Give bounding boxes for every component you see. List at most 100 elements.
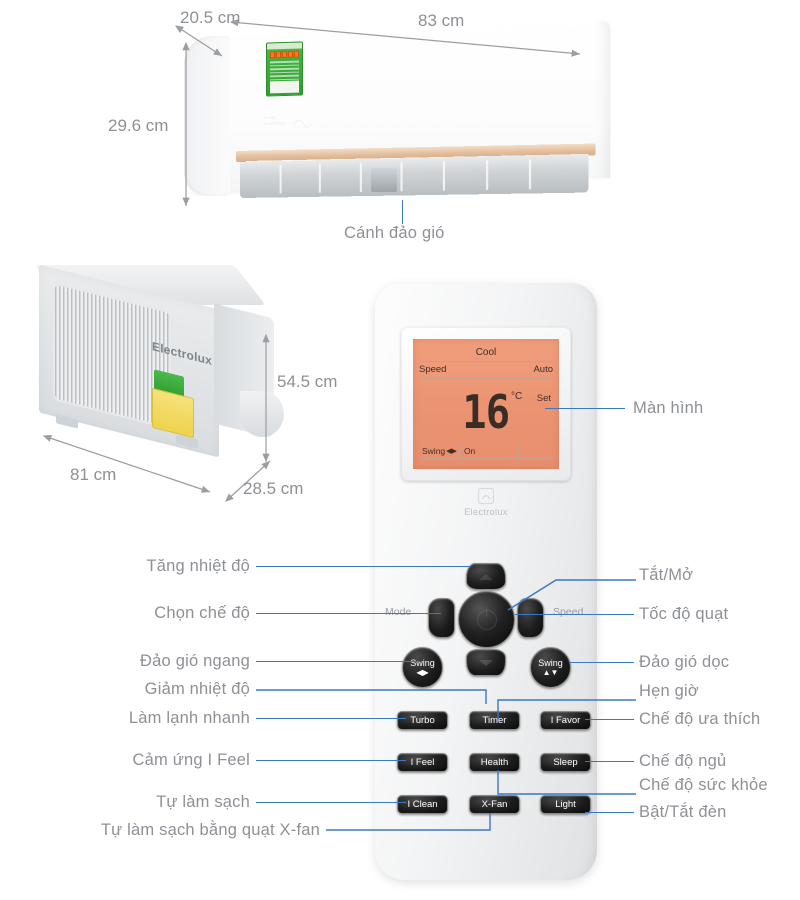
leader-dao-gio-ngang xyxy=(256,661,420,663)
i-feel-button[interactable]: I Feel xyxy=(397,753,448,772)
label-che-do-suc-khoe: Chế độ sức khỏe xyxy=(639,776,768,794)
indoor-unit-illustration: ECO INVERTER xyxy=(184,28,582,218)
label-toc-do-quat: Tốc độ quạt xyxy=(639,605,729,623)
outdoor-depth-arrow xyxy=(225,460,271,502)
swing-horizontal-label: Swing xyxy=(410,658,435,668)
swing-horizontal-icon: ◀▶ xyxy=(446,448,457,455)
remote-lcd-display: Cool Speed Auto 16 °C Set Swing ◀▶ On xyxy=(413,339,559,469)
leader-cam-ung-i-feel xyxy=(256,760,406,762)
label-bat-tat-den: Bật/Tắt đèn xyxy=(639,803,727,821)
x-fan-button[interactable]: X-Fan xyxy=(469,795,520,814)
indoor-unit-left-cap xyxy=(184,36,230,196)
label-dao-gio-ngang: Đảo gió ngang xyxy=(140,652,250,670)
health-button[interactable]: Health xyxy=(469,753,520,772)
outdoor-unit-pipe-cover xyxy=(240,391,284,437)
lcd-speed-value: Auto xyxy=(533,364,553,375)
leader-che-do-ngu xyxy=(585,761,634,763)
lcd-swing-row: Swing ◀▶ On xyxy=(419,443,553,459)
lcd-temperature-unit: °C xyxy=(511,391,523,402)
indoor-unit-swing-flap xyxy=(371,168,397,192)
leader-tat-mo xyxy=(507,579,636,611)
turbo-button[interactable]: Turbo xyxy=(397,711,448,730)
svg-text:ECO: ECO xyxy=(264,115,275,121)
callout-man-hinh: Màn hình xyxy=(633,399,704,417)
leader-che-do-ua-thich xyxy=(585,719,634,721)
lcd-swing-text: Swing xyxy=(422,446,446,456)
label-che-do-ngu: Chế độ ngủ xyxy=(639,752,727,770)
chevron-up-icon xyxy=(479,573,493,580)
indoor-depth-label: 20.5 cm xyxy=(180,8,241,27)
remote-control: Cool Speed Auto 16 °C Set Swing ◀▶ On xyxy=(375,283,597,880)
lcd-speed-label: Speed xyxy=(419,364,447,375)
electrolux-logo-icon xyxy=(477,487,495,505)
label-hen-gio: Hẹn giờ xyxy=(639,682,699,700)
lcd-temperature-value: 16 xyxy=(462,385,511,439)
leader-tang-nhiet-do xyxy=(256,566,471,568)
arrows-vertical-icon: ▲▼ xyxy=(542,668,559,677)
power-icon xyxy=(476,609,497,630)
lcd-swing-label: Swing ◀▶ xyxy=(419,444,461,458)
leader-che-do-suc-khoe xyxy=(497,770,636,795)
outdoor-width-arrow xyxy=(42,434,211,493)
leader-giam-nhiet-do xyxy=(256,689,487,704)
height-dimension-arrow xyxy=(182,41,190,206)
lcd-temperature-area: 16 °C Set xyxy=(419,381,553,443)
lcd-speed-row: Speed Auto xyxy=(419,364,553,379)
outdoor-depth-label: 28.5 cm xyxy=(243,479,304,498)
label-chon-che-do: Chọn chế độ xyxy=(154,604,250,622)
temperature-down-button[interactable] xyxy=(466,649,506,676)
remote-brand-text: Electrolux xyxy=(464,507,508,517)
timer-button[interactable]: Timer xyxy=(469,711,520,730)
outdoor-height-arrow xyxy=(262,333,270,462)
lcd-swing-value: On xyxy=(461,444,519,458)
remote-brand: Electrolux xyxy=(375,487,597,517)
swing-vertical-button[interactable]: Swing ▲▼ xyxy=(530,647,571,688)
i-clean-button[interactable]: I Clean xyxy=(397,795,448,814)
i-favor-button[interactable]: I Favor xyxy=(540,711,591,730)
label-tu-lam-sach-x-fan: Tự làm sạch bằng quạt X-fan xyxy=(100,821,320,839)
leader-dao-gio-doc xyxy=(570,662,634,664)
depth-dimension-arrow xyxy=(174,25,223,57)
leader-hen-gio xyxy=(497,699,636,722)
leader-tu-lam-sach xyxy=(256,802,406,804)
inverter-logo-icon: ECO INVERTER xyxy=(264,115,313,128)
lcd-blank-cell xyxy=(519,444,553,458)
label-cam-ung-i-feel: Cảm ứng I Feel xyxy=(132,751,250,769)
leader-toc-do-quat xyxy=(515,614,634,616)
label-tat-mo: Tắt/Mở xyxy=(639,566,694,584)
outdoor-height-label: 54.5 cm xyxy=(277,372,338,391)
label-tu-lam-sach: Tự làm sạch xyxy=(156,793,250,811)
light-button[interactable]: Light xyxy=(540,795,591,814)
label-giam-nhiet-do: Giảm nhiệt độ xyxy=(144,680,250,698)
fan-speed-button[interactable] xyxy=(517,598,544,638)
leader-lam-lanh-nhanh xyxy=(256,718,406,720)
label-lam-lanh-nhanh: Làm lạnh nhanh xyxy=(128,709,250,727)
temperature-up-button[interactable] xyxy=(466,563,506,590)
leader-tu-lam-sach-x-fan xyxy=(326,813,491,831)
lcd-set-label: Set xyxy=(536,393,551,404)
swing-vertical-label: Swing xyxy=(538,658,563,668)
power-button[interactable] xyxy=(458,591,515,648)
label-tang-nhiet-do: Tăng nhiệt độ xyxy=(146,557,250,575)
indoor-width-label: 83 cm xyxy=(418,11,465,30)
width-dimension-arrow xyxy=(229,19,581,57)
leader-man-hinh xyxy=(545,408,625,410)
arrows-horizontal-icon: ◀▶ xyxy=(416,668,429,677)
sleep-button[interactable]: Sleep xyxy=(540,753,591,772)
svg-text:INVERTER: INVERTER xyxy=(264,121,285,126)
lcd-mode-value: Cool xyxy=(419,347,553,362)
indoor-height-label: 29.6 cm xyxy=(108,116,169,135)
remote-screen-bezel: Cool Speed Auto 16 °C Set Swing ◀▶ On xyxy=(401,327,571,481)
remote-printed-mode-label: Mode xyxy=(385,606,412,618)
chevron-down-icon xyxy=(479,659,493,666)
leader-chon-che-do xyxy=(256,613,441,615)
label-che-do-ua-thich: Chế độ ưa thích xyxy=(639,710,761,728)
swing-horizontal-button[interactable]: Swing ◀▶ xyxy=(402,647,443,688)
leader-bat-tat-den xyxy=(585,812,634,814)
outdoor-width-label: 81 cm xyxy=(70,465,117,484)
leader-canh-dao-gio xyxy=(402,200,404,224)
mode-button[interactable] xyxy=(428,598,455,638)
label-dao-gio-doc: Đảo gió dọc xyxy=(639,653,730,671)
outdoor-unit-illustration: Electrolux xyxy=(34,264,294,465)
